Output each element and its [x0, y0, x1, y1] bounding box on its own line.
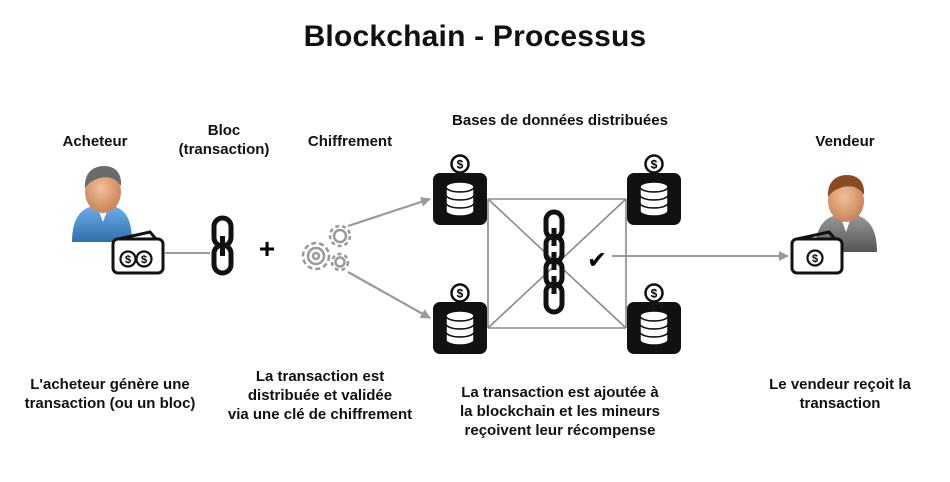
blockchain-caption-line2: la blockchain et les mineurs: [459, 402, 661, 420]
diagram-title: Blockchain - Processus: [303, 20, 647, 53]
seller-label: Vendeur: [815, 133, 875, 150]
blockchain-caption-line3: reçoivent leur récompense: [464, 421, 656, 439]
arrow-to-db-top-left: [347, 197, 431, 228]
encryption-caption-line3: via une clé de chiffrement: [227, 405, 413, 423]
checkmark-icon: ✔: [587, 246, 607, 274]
dollar-symbol: $: [651, 287, 658, 301]
block-chain-link-icon: [211, 215, 234, 276]
buyer-person-icon: [72, 166, 132, 242]
buyer-caption-line2: transaction (ou un bloc): [24, 394, 196, 412]
blockchain-caption: La transaction est ajoutée à la blockcha…: [430, 384, 690, 440]
arrow-to-db-bottom-left: [347, 271, 431, 319]
seller-wallet-icon: $: [790, 230, 844, 275]
dollar-symbol: $: [125, 254, 131, 266]
dollar-symbol: $: [141, 254, 147, 266]
encryption-caption: La transaction est distribuée et validée…: [220, 368, 420, 424]
dollar-symbol: $: [457, 158, 464, 172]
block-label-line2: (transaction): [178, 140, 270, 158]
database-top-right: $: [627, 154, 681, 225]
buyer-label: Acheteur: [62, 133, 128, 150]
encryption-label: Chiffrement: [307, 133, 393, 150]
seller-caption: Le vendeur reçoit la transaction: [740, 376, 940, 414]
encryption-caption-line2: distribuée et validée: [247, 386, 393, 404]
seller-caption-line1: Le vendeur reçoit la: [769, 376, 911, 393]
buyer-caption-line1: L'acheteur génère une: [30, 376, 190, 393]
database-bottom-left: $: [433, 283, 487, 354]
buyer-wallet-icon: $ $: [111, 230, 165, 275]
encryption-caption-line1: La transaction est: [255, 368, 385, 385]
blockchain-chain-icon: [543, 209, 565, 315]
block-label-line1: Bloc: [207, 122, 241, 139]
dollar-symbol: $: [651, 158, 658, 172]
database-top-left: $: [433, 154, 487, 225]
encryption-gears-icon: [301, 224, 352, 272]
dollar-symbol: $: [457, 287, 464, 301]
seller-caption-line2: transaction: [799, 394, 881, 412]
plus-symbol: +: [259, 233, 275, 264]
buyer-caption: L'acheteur génère une transaction (ou un…: [0, 376, 220, 414]
blockchain-caption-line1: La transaction est ajoutée à: [461, 384, 659, 401]
block-label: Bloc (transaction): [164, 122, 284, 160]
database-bottom-right: $: [627, 283, 681, 354]
network-connections: [487, 198, 627, 329]
dollar-symbol: $: [812, 253, 818, 265]
distributed-db-label: Bases de données distribuées: [452, 112, 668, 129]
